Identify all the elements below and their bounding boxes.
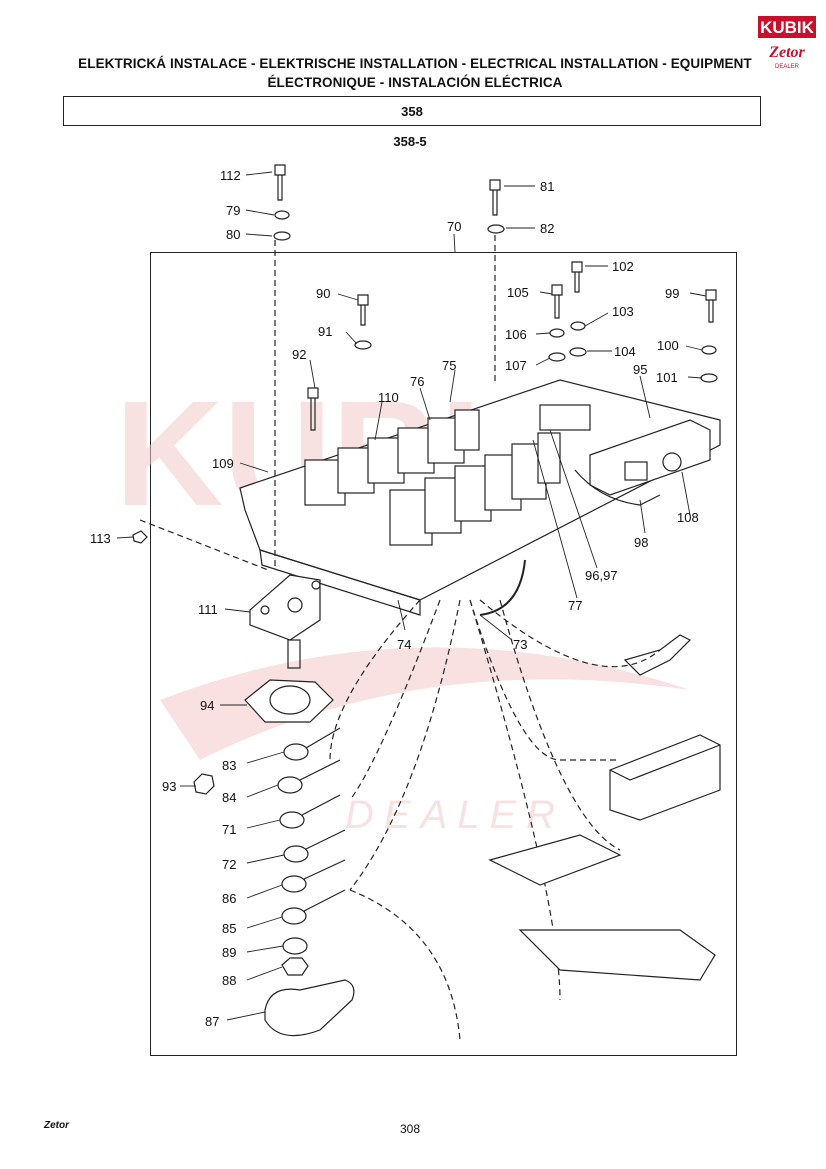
watermark-swoosh — [160, 647, 690, 760]
page-header-line-1: ELEKTRICKÁ INSTALACE - ELEKTRISCHE INSTA… — [78, 56, 752, 71]
callout-87: 87 — [205, 1014, 219, 1029]
bracket-111 — [249, 574, 321, 641]
callout-83: 83 — [222, 758, 236, 773]
callout-112: 112 — [220, 168, 241, 183]
callout-106: 106 — [505, 327, 527, 342]
callout-74: 74 — [397, 637, 411, 652]
callout-77: 77 — [568, 598, 582, 613]
module-connector — [624, 461, 648, 481]
leader-lines — [116, 171, 707, 1021]
page-header-line-2: ÉLECTRONIQUE - INSTALACIÓN ELÉCTRICA — [267, 75, 563, 90]
callout-85: 85 — [222, 921, 236, 936]
callout-82: 82 — [540, 221, 554, 236]
logo-bottom-text: Zetor — [768, 44, 805, 61]
circuit-board-lower — [518, 929, 716, 981]
watermark-dealer: DEALER — [345, 793, 565, 837]
wiring-harness — [139, 235, 661, 1041]
callout-101: 101 — [656, 370, 678, 385]
callout-93: 93 — [162, 779, 176, 794]
callout-79: 79 — [226, 203, 240, 218]
logo-top-text: KUBIK — [760, 18, 815, 37]
cap-87 — [264, 979, 355, 1037]
relay-row-upper — [304, 409, 480, 506]
callout-95: 95 — [633, 362, 647, 377]
callout-91: 91 — [318, 324, 332, 339]
callout-94: 94 — [200, 698, 214, 713]
circuit-board-upper — [488, 834, 622, 886]
plug-connector — [623, 634, 692, 676]
callout-76: 76 — [410, 374, 424, 389]
ring-terminals — [277, 727, 346, 925]
logo-top-bar — [758, 16, 816, 38]
base-plate-edge — [259, 549, 421, 616]
callout-102: 102 — [612, 259, 634, 274]
callout-75: 75 — [442, 358, 456, 373]
lead-98 — [574, 469, 661, 506]
page-number: 308 — [399, 1122, 421, 1136]
stud-111 — [287, 639, 301, 669]
nut-93 — [193, 773, 215, 795]
subsection-number: 358-5 — [393, 134, 427, 149]
callout-81: 81 — [540, 179, 554, 194]
callout-84: 84 — [222, 790, 236, 805]
callout-100: 100 — [657, 338, 679, 353]
section-box: 358 — [63, 96, 761, 126]
callout-109: 109 — [212, 456, 234, 471]
callout-96-97: 96,97 — [585, 568, 618, 583]
callout-labels: 112 79 80 81 82 70 102 105 99 90 103 91 … — [90, 168, 699, 1029]
callout-73: 73 — [513, 637, 527, 652]
callout-70: 70 — [447, 219, 461, 234]
battery — [609, 734, 721, 821]
callout-89: 89 — [222, 945, 236, 960]
callout-105: 105 — [507, 285, 529, 300]
callout-88: 88 — [222, 973, 236, 988]
callout-108: 108 — [677, 510, 699, 525]
callout-107: 107 — [505, 358, 527, 373]
callout-99: 99 — [665, 286, 679, 301]
fuse-block — [539, 404, 591, 431]
diagram-frame — [150, 252, 737, 1056]
callout-80: 80 — [226, 227, 240, 242]
callout-71: 71 — [222, 822, 236, 837]
callout-104: 104 — [614, 344, 636, 359]
callout-98: 98 — [634, 535, 648, 550]
callout-103: 103 — [612, 304, 634, 319]
callout-113: 113 — [90, 531, 111, 546]
callout-111: 111 — [198, 602, 218, 617]
gasket-94 — [244, 679, 334, 723]
washer-89 — [282, 937, 308, 955]
callout-72: 72 — [222, 857, 236, 872]
logo-dealer-text: DEALER — [775, 64, 800, 70]
relay-row-lower — [389, 432, 561, 546]
section-number: 358 — [401, 104, 423, 119]
callout-86: 86 — [222, 891, 236, 906]
callout-110: 110 — [378, 390, 399, 405]
kubik-zetor-logo: KUBIK Zetor DEALER — [758, 16, 816, 70]
nut-88 — [281, 957, 309, 976]
cable-73 — [479, 559, 526, 616]
callout-92: 92 — [292, 347, 306, 362]
module-knob — [662, 452, 682, 472]
footer-brand: Zetor — [44, 1120, 69, 1131]
callout-90: 90 — [316, 286, 330, 301]
